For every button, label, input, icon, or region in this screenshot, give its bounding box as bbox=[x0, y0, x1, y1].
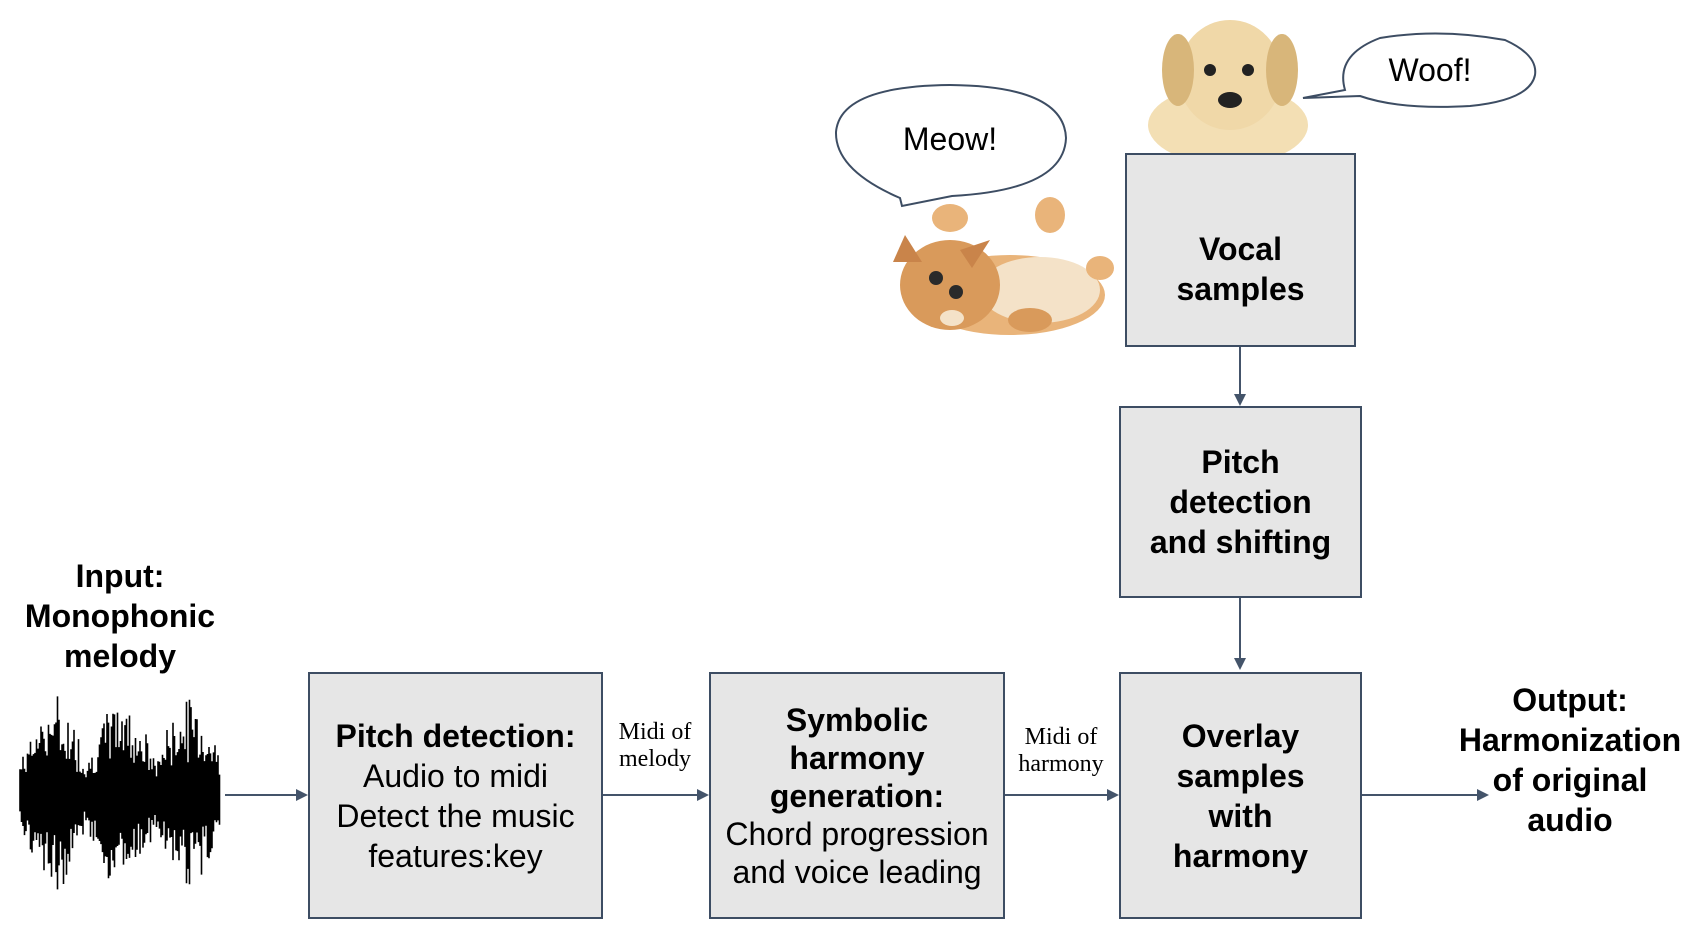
waveform-icon bbox=[19, 696, 221, 890]
harmony-generation-body: Chord progression and voice leading bbox=[725, 815, 989, 890]
vocal-samples-title: Vocal samples bbox=[1176, 231, 1305, 307]
edge-label-midi-melody: Midi of melody bbox=[618, 719, 692, 772]
harmony-generation-box: Symbolic harmony generation: Chord progr… bbox=[709, 672, 1005, 919]
pitch-shifting-title: Pitch detection and shifting bbox=[1149, 444, 1332, 560]
pitch-shifting-box: Pitch detection and shifting bbox=[1119, 406, 1362, 598]
waveform-path bbox=[19, 696, 221, 890]
overlay-title: Overlay samples with harmony bbox=[1172, 717, 1309, 874]
cat-speech-bubble bbox=[834, 83, 1068, 208]
input-label: Input: Monophonic melody bbox=[24, 558, 216, 674]
overlay-box: Overlay samples with harmony bbox=[1119, 672, 1362, 919]
vocal-samples-box: Vocal samples bbox=[1125, 153, 1356, 347]
edge-label-midi-harmony: Midi of harmony bbox=[1018, 724, 1104, 777]
dog-speech-bubble bbox=[1302, 32, 1537, 108]
harmony-generation-title: Symbolic harmony generation: bbox=[769, 701, 945, 814]
pitch-detection-title: Pitch detection: bbox=[335, 717, 576, 754]
cat-icon bbox=[893, 197, 1114, 335]
cat-speech-text: Meow! bbox=[902, 121, 998, 157]
pitch-detection-box: Pitch detection: Audio to midi Detect th… bbox=[308, 672, 603, 919]
dog-speech-text: Woof! bbox=[1388, 52, 1472, 88]
pitch-detection-body: Audio to midi Detect the music features:… bbox=[336, 757, 575, 874]
output-label: Output: Harmonization of original audio bbox=[1458, 682, 1682, 838]
